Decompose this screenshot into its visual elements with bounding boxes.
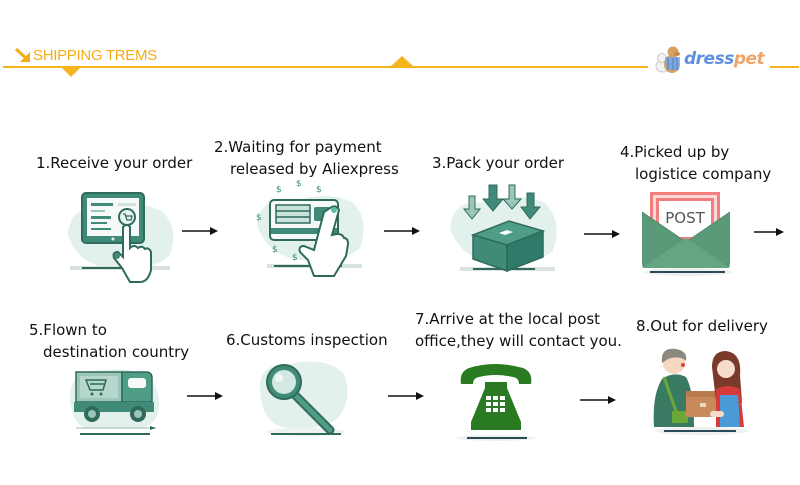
svg-text:$: $ <box>292 253 298 263</box>
svg-text:$: $ <box>276 185 282 195</box>
step-8-title: 8.Out for delivery <box>636 317 768 335</box>
brand-logo-text: dresspet <box>684 49 765 69</box>
step-6-title: 6.Customs inspection <box>226 331 388 349</box>
step-1-label: 1.Receive your order <box>36 152 192 174</box>
step-2-title: 2.Waiting for payment <box>214 138 382 156</box>
flow-arrow-1 <box>182 227 218 235</box>
step-2-label: 2.Waiting for payment released by Aliexp… <box>214 136 399 180</box>
step-4-title: 4.Picked up by <box>620 143 730 161</box>
card-payment-icon: $ $ $ $ $ $ <box>256 180 364 277</box>
step-1-title: 1.Receive your order <box>36 154 193 172</box>
flow-arrow-7 <box>580 396 616 404</box>
step-8-label: 8.Out for delivery <box>636 315 768 337</box>
post-envelope-icon: POST <box>641 192 732 276</box>
step-7-subtitle: office,they will contact you. <box>415 332 622 350</box>
telephone-icon <box>456 364 536 441</box>
brand-logo: dresspet <box>648 44 771 74</box>
svg-text:$: $ <box>256 213 262 223</box>
svg-text:$: $ <box>316 185 322 195</box>
dog-cat-mascot-icon <box>655 46 680 73</box>
step-5-subtitle: destination country <box>43 343 190 361</box>
flow-arrow-6 <box>388 392 424 400</box>
post-text: POST <box>665 209 705 227</box>
step-7-title: 7.Arrive at the local post <box>415 310 601 328</box>
step-3-title: 3.Pack your order <box>432 154 565 172</box>
step-4-label: 4.Picked up by logistice company <box>620 141 771 185</box>
page-title-text: SHIPPING TREMS <box>33 46 157 64</box>
divider-triangle-up <box>391 56 413 66</box>
courier-delivery-icon <box>653 348 748 435</box>
page-title: SHIPPING TREMS <box>14 46 157 64</box>
step-3-label: 3.Pack your order <box>432 152 564 174</box>
step-5-title: 5.Flown to <box>29 321 107 339</box>
package-box-icon <box>450 184 557 273</box>
svg-text:$: $ <box>296 180 302 189</box>
flow-arrow-4 <box>754 228 784 236</box>
flow-arrow-5 <box>187 392 223 400</box>
tablet-touch-icon <box>68 192 174 283</box>
flow-arrow-3 <box>584 230 620 238</box>
svg-text:$: $ <box>272 245 278 255</box>
delivery-truck-icon <box>69 369 160 435</box>
arrow-down-right-icon <box>14 47 30 62</box>
step-6-label: 6.Customs inspection <box>226 329 388 351</box>
magnifier-icon <box>259 361 348 436</box>
step-7-label: 7.Arrive at the local post office,they w… <box>415 308 622 352</box>
flow-arrow-2 <box>384 227 420 235</box>
step-4-subtitle: logistice company <box>635 165 772 183</box>
header-divider <box>3 66 799 68</box>
step-2-subtitle: released by Aliexpress <box>230 160 399 178</box>
divider-triangle-down <box>61 67 81 77</box>
step-5-label: 5.Flown to destination country <box>29 319 189 363</box>
